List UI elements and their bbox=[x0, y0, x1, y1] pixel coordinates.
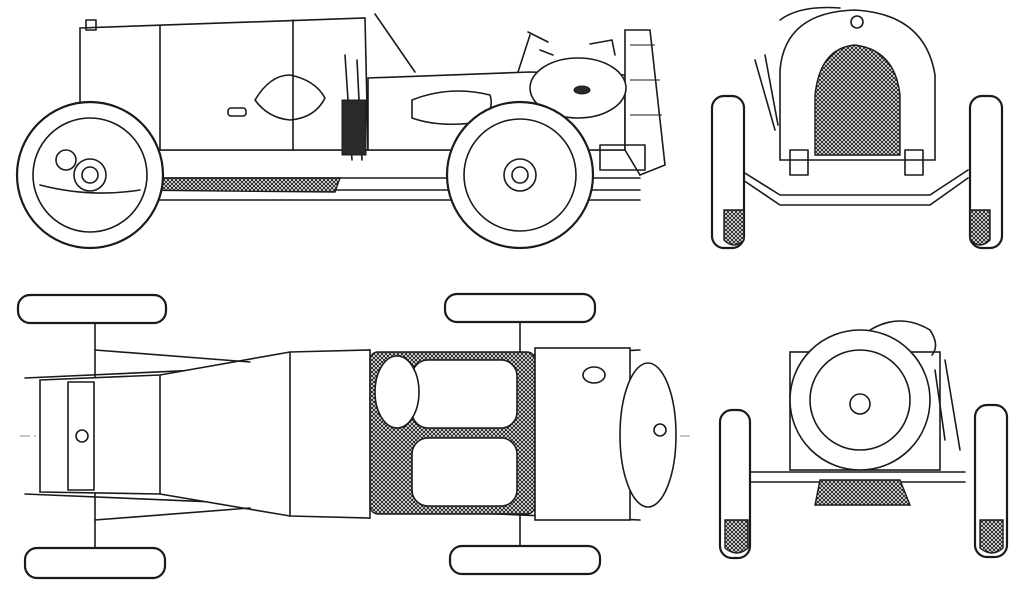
fuel-cap bbox=[849, 393, 871, 415]
steering-wheel bbox=[374, 355, 420, 429]
front-wheel bbox=[445, 100, 595, 250]
radiator-cap bbox=[653, 423, 667, 437]
fuel-tank bbox=[789, 329, 931, 471]
front-wheel-rim bbox=[463, 118, 577, 232]
rear-right-wheel bbox=[23, 546, 167, 580]
rear-wheel-rim bbox=[32, 117, 148, 233]
side-view bbox=[15, 13, 666, 250]
spring-shackle bbox=[904, 149, 924, 176]
rear-wheel-hub bbox=[81, 166, 99, 184]
filler-cap bbox=[589, 39, 616, 56]
tank-filler bbox=[85, 19, 97, 31]
front-right-wheel bbox=[448, 544, 602, 576]
tail-filler bbox=[75, 429, 89, 443]
steering-column bbox=[374, 13, 416, 73]
lamp-bracket bbox=[754, 54, 779, 131]
tire-tread bbox=[723, 209, 745, 246]
seat bbox=[411, 437, 518, 507]
fuel-tank-ring bbox=[809, 349, 911, 451]
rear-view bbox=[718, 320, 1009, 560]
front-frame-horn bbox=[599, 144, 646, 171]
radiator-grille bbox=[814, 44, 901, 156]
radiator-top bbox=[619, 362, 677, 508]
front-axle bbox=[739, 169, 969, 206]
bonnet-emblem bbox=[582, 366, 606, 384]
tire-tread bbox=[969, 209, 991, 246]
differential-housing bbox=[814, 479, 912, 506]
tail-body bbox=[39, 349, 371, 519]
hand-pump bbox=[517, 31, 554, 73]
radiator-cap bbox=[850, 15, 864, 29]
steering-wheel bbox=[869, 320, 937, 356]
tire-tread bbox=[979, 519, 1004, 554]
front-wheel-hub bbox=[503, 158, 537, 192]
rear-left-wheel bbox=[16, 293, 168, 325]
oil-cap bbox=[573, 85, 591, 95]
spring-shackle bbox=[789, 149, 809, 176]
front-view bbox=[710, 6, 1004, 250]
tank-handle bbox=[227, 107, 247, 117]
brake-rod bbox=[94, 349, 251, 521]
rear-wheel-hub bbox=[73, 158, 107, 192]
steering-wheel bbox=[779, 6, 841, 21]
radiator bbox=[624, 29, 666, 176]
gear-lever bbox=[934, 359, 961, 451]
tire-tread bbox=[724, 519, 749, 554]
front-wheel-hub bbox=[511, 166, 529, 184]
brake-drum bbox=[55, 149, 77, 171]
tank-emblem bbox=[254, 74, 326, 121]
seat bbox=[411, 359, 518, 429]
front-left-wheel bbox=[443, 292, 597, 324]
lever-bracket bbox=[341, 99, 367, 156]
rear-wheel bbox=[15, 100, 165, 250]
rear-right-wheel bbox=[973, 403, 1009, 559]
rear-spring bbox=[39, 184, 141, 194]
top-view bbox=[16, 292, 690, 580]
tail-crossmember bbox=[67, 381, 95, 491]
